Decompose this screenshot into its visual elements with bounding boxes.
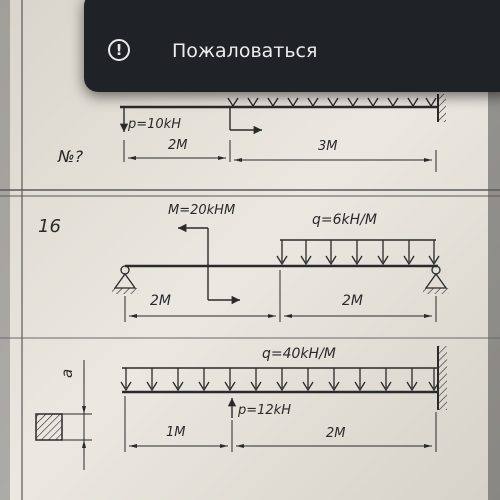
moment-label-16: M=20kHM — [168, 203, 235, 218]
cross-section-square — [35, 413, 63, 441]
span-right-bottom: 2M — [326, 426, 346, 441]
load-label-16: q=6kH/M — [312, 212, 377, 228]
context-menu-previous-item[interactable] — [84, 0, 500, 6]
span-right-top: 3M — [318, 139, 338, 154]
beam-problem-top — [119, 94, 446, 172]
load-label-bottom: q=40kH/M — [262, 346, 336, 362]
beam-problem-16 — [112, 223, 449, 322]
report-menu-label: Пожаловаться — [172, 40, 318, 62]
span-right-16: 2M — [342, 293, 363, 309]
span-left-16: 2M — [150, 293, 171, 309]
report-menu-item[interactable]: ! Пожаловаться — [84, 30, 500, 72]
dim-label-a: a — [58, 369, 76, 378]
span-left-bottom: 1M — [166, 425, 186, 440]
exclamation-circle-icon: ! — [108, 39, 130, 61]
problem-number-top: №? — [57, 147, 84, 166]
problem-number-16: 16 — [38, 216, 61, 237]
context-menu: ! Пожаловаться — [84, 0, 500, 92]
force-label-bottom: p=12kH — [237, 403, 291, 418]
beam-problem-bottom — [35, 346, 447, 470]
force-label-top: p=10kH — [127, 117, 181, 132]
span-left-top: 2M — [168, 138, 188, 153]
